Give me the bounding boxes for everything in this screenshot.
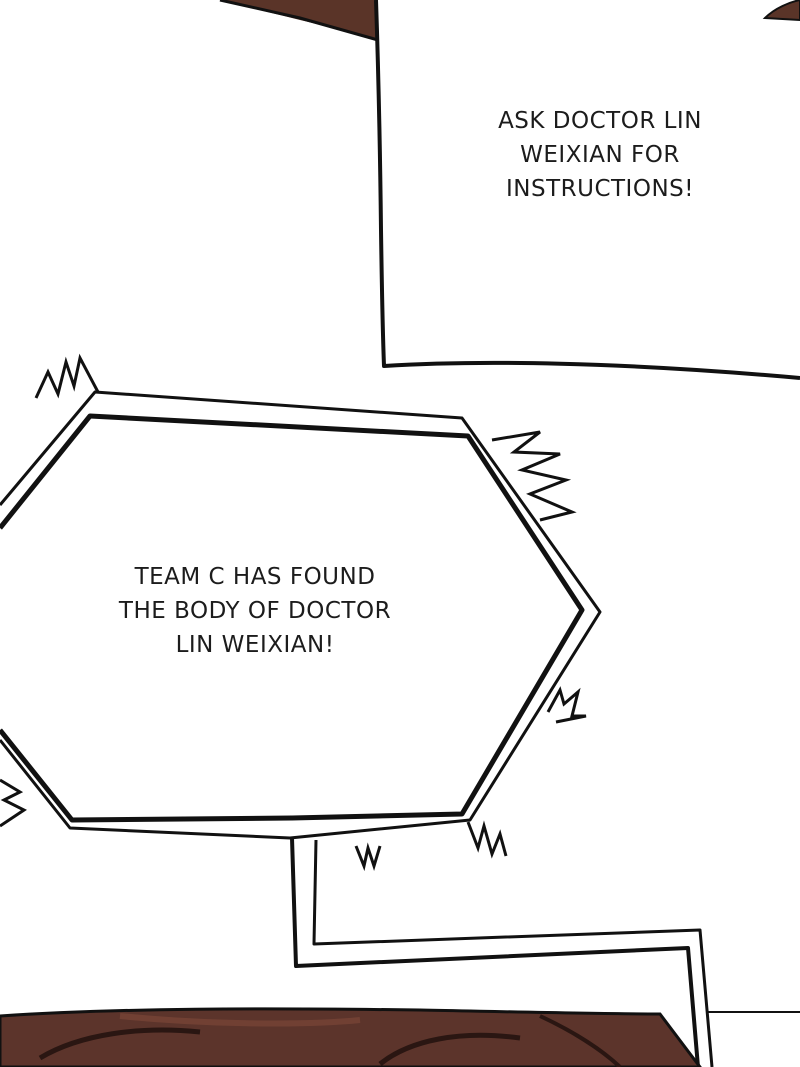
speech-bubble-top: [374, 0, 800, 380]
burst-right-lower: [546, 686, 587, 724]
caption-line: WEIXIAN FOR: [520, 142, 680, 168]
shout-text-mid: TEAM C HAS FOUND THE BODY OF DOCTOR LIN …: [60, 560, 450, 662]
burst-top-left: [34, 353, 100, 399]
burst-bottom-right: [466, 820, 508, 859]
shout-bubble-hexagon: [0, 353, 602, 872]
top-panel-fragment: [219, 0, 800, 42]
caption-line: ASK DOCTOR LIN: [498, 108, 702, 134]
bottom-panel-fragment: [0, 1007, 702, 1067]
caption-line: THE BODY OF DOCTOR: [118, 598, 392, 624]
panel-border-lower: [290, 837, 800, 1067]
burst-bottom-mid: [354, 842, 382, 872]
speech-text-top: ASK DOCTOR LIN WEIXIAN FOR INSTRUCTIONS!: [440, 104, 760, 206]
caption-line: TEAM C HAS FOUND: [134, 564, 376, 590]
burst-left: [0, 778, 27, 828]
caption-line: LIN WEIXIAN!: [175, 632, 335, 658]
caption-line: INSTRUCTIONS!: [506, 176, 694, 202]
burst-right-upper: [491, 430, 577, 522]
